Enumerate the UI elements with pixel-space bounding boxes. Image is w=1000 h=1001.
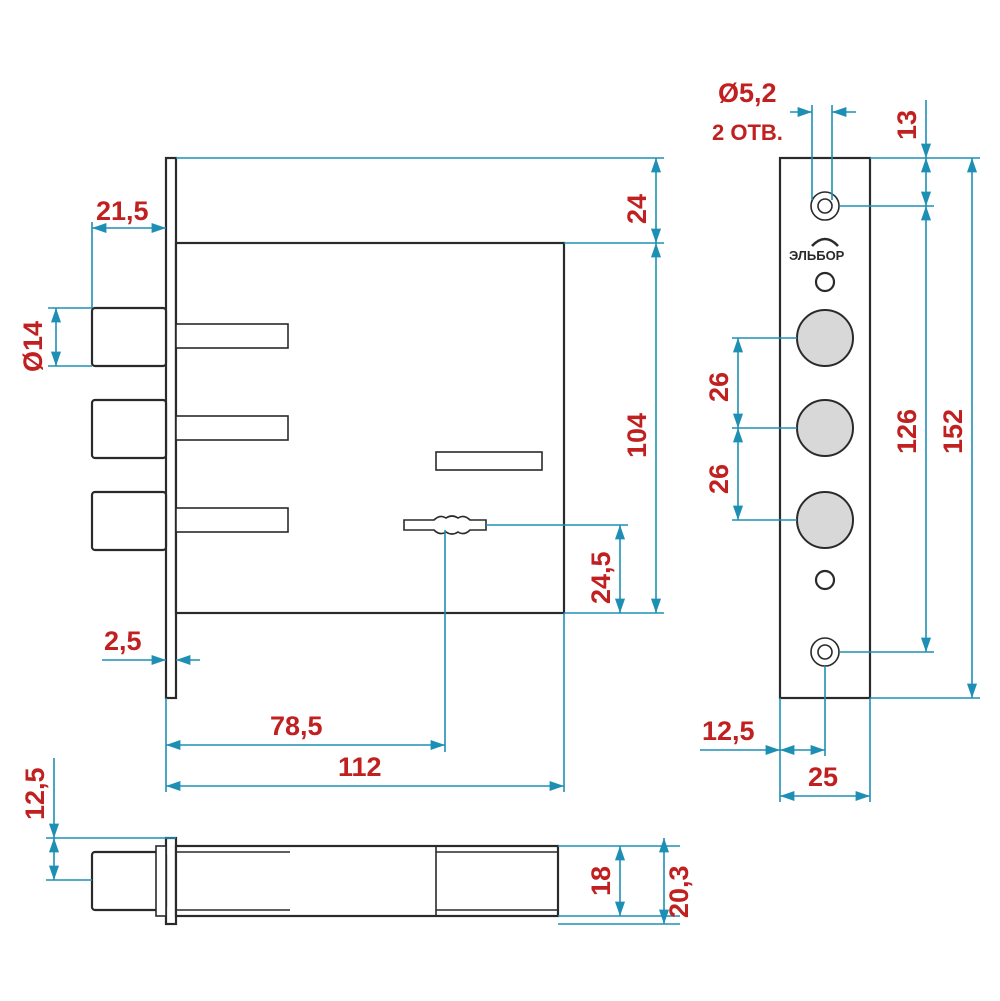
dim-bolt-spacing-1: 26 xyxy=(704,372,734,402)
dim-key-height: 24,5 xyxy=(586,551,616,604)
dim-hole-diameter: Ø5,2 xyxy=(718,78,777,108)
front-view xyxy=(90,156,566,700)
plate-bolt-3 xyxy=(796,491,854,549)
brand-logo-icon xyxy=(811,237,839,247)
front-view-dimensions: 21,5 Ø14 24 104 24,5 2,5 78,5 112 xyxy=(18,157,664,792)
dim-body-height: 104 xyxy=(622,413,652,458)
top-view xyxy=(90,836,560,926)
keyhole xyxy=(403,515,487,535)
mount-hole-bottom-inner xyxy=(817,644,833,660)
bolt-rod-1 xyxy=(175,323,289,349)
dim-plate-half-width: 12,5 xyxy=(702,716,755,746)
top-bolt xyxy=(90,850,168,912)
bolt-2 xyxy=(90,398,168,460)
small-hole-top xyxy=(814,271,836,293)
dim-body-width: 112 xyxy=(338,752,382,782)
bolt-3 xyxy=(90,490,168,552)
dim-plate-height: 152 xyxy=(938,409,968,454)
dim-key-offset: 78,5 xyxy=(270,711,323,741)
dim-bottom-offset: 12,5 xyxy=(20,767,50,820)
dim-bolt-diameter: Ø14 xyxy=(18,321,48,372)
top-bolt-collar xyxy=(155,845,167,917)
inner-slot xyxy=(435,451,543,471)
bolt-rod-2 xyxy=(175,415,289,441)
plate-view-dimensions: Ø5,2 2 ОТВ. 13 126 152 26 26 12,5 25 xyxy=(700,78,980,802)
dim-hole-spacing: 126 xyxy=(892,409,922,454)
brand-logo: ЭЛЬБОР xyxy=(789,248,845,263)
front-face-plate xyxy=(164,156,178,700)
mount-hole-top-inner xyxy=(817,198,833,214)
dim-top-offset: 13 xyxy=(892,110,922,140)
dim-front-width: 21,5 xyxy=(96,196,149,226)
bolt-rod-3 xyxy=(175,507,289,533)
dim-case-depth: 20,3 xyxy=(664,865,694,918)
top-view-dimensions: 12,5 18 20,3 xyxy=(20,758,694,925)
dim-hole-count: 2 ОТВ. xyxy=(712,120,783,145)
dim-top-gap: 24 xyxy=(622,194,652,224)
plate-bolt-1 xyxy=(796,309,854,367)
top-body xyxy=(174,844,560,918)
top-face-plate xyxy=(164,836,178,926)
bolt-1 xyxy=(90,306,168,368)
small-hole-bottom xyxy=(814,569,836,591)
dim-plate-width: 25 xyxy=(808,762,838,792)
dim-body-depth: 18 xyxy=(586,866,616,896)
dim-plate-thickness: 2,5 xyxy=(104,626,142,656)
plate-bolt-2 xyxy=(796,399,854,457)
dim-bolt-spacing-2: 26 xyxy=(704,464,734,494)
